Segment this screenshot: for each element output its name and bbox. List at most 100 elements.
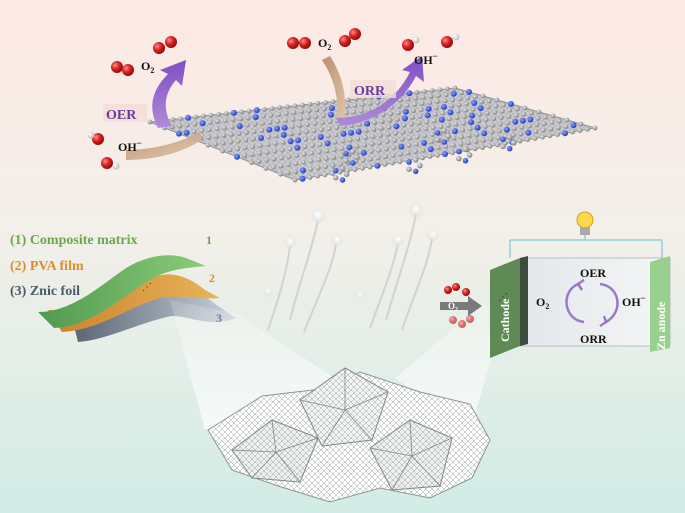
carbon-atom xyxy=(548,126,554,132)
carbon-atom xyxy=(360,102,365,107)
carbon-atom xyxy=(443,144,449,150)
oh-left-label: OH− xyxy=(118,138,142,154)
carbon-atom xyxy=(205,142,211,148)
carbon-atom xyxy=(522,105,528,111)
nitrogen-atom xyxy=(447,109,454,116)
nitrogen-atom xyxy=(440,103,447,110)
nitrogen-atom xyxy=(442,151,448,157)
carbon-atom xyxy=(315,173,320,179)
nitrogen-atom xyxy=(406,90,413,97)
o2-molecules-center xyxy=(287,28,361,49)
carbon-atom xyxy=(487,98,492,104)
carbon-atom xyxy=(256,159,262,164)
carbon-atom xyxy=(454,115,460,121)
carbon-atom xyxy=(506,114,512,119)
carbon-atom xyxy=(412,102,417,107)
nitrogen-atom xyxy=(519,117,526,124)
carbon-atom xyxy=(430,125,436,131)
carbon-atom xyxy=(480,145,485,150)
pendant-ring-atom xyxy=(343,150,349,157)
carbon-atom xyxy=(564,117,570,123)
carbon-atom xyxy=(238,116,244,122)
pendant-ring-atom xyxy=(332,174,339,181)
carbon-atom xyxy=(456,102,462,108)
nitrogen-atom xyxy=(324,140,331,147)
carbon-atom xyxy=(259,128,265,133)
pendant-ring-atom xyxy=(343,157,349,164)
battery-oer-label: OER xyxy=(580,266,606,280)
carbon-atom xyxy=(293,161,299,167)
carbon-atom xyxy=(420,95,426,100)
pendant-ring-atom xyxy=(506,145,513,152)
carbon-atom xyxy=(390,153,396,158)
nitrogen-atom xyxy=(424,112,431,119)
carbon-atom xyxy=(400,129,406,135)
nitrogen-atom xyxy=(477,105,484,112)
carbon-atom xyxy=(297,123,303,128)
carbon-atom xyxy=(498,115,504,120)
carbon-atom xyxy=(305,115,311,120)
carbon-atom xyxy=(413,149,419,155)
cathode-dots: ⋰ xyxy=(498,292,508,303)
nitrogen-atom xyxy=(570,122,577,129)
carbon-atom xyxy=(570,129,575,135)
carbon-atom xyxy=(368,156,373,162)
carbon-atom xyxy=(459,90,464,96)
carbon-atom xyxy=(385,132,391,137)
carbon-atom xyxy=(563,124,569,129)
carbon-atom xyxy=(193,114,199,120)
carbon-atom xyxy=(216,111,222,117)
electrolyte-box xyxy=(519,257,671,347)
nitrogen-atom xyxy=(438,116,445,123)
carbon-atom xyxy=(447,116,452,122)
battery-orr-label: ORR xyxy=(580,332,607,346)
carbon-atom xyxy=(410,115,415,120)
carbon-atom xyxy=(429,88,435,93)
carbon-atom xyxy=(449,103,454,109)
carbon-atom xyxy=(465,95,471,101)
carbon-atom xyxy=(431,118,437,124)
carbon-atom xyxy=(316,149,322,155)
carbon-atom xyxy=(409,121,414,127)
carbon-atom xyxy=(220,140,226,146)
carbon-atom xyxy=(338,153,344,159)
nitrogen-atom xyxy=(562,130,568,137)
carbon-atom xyxy=(464,101,469,107)
carbon-atom xyxy=(351,109,357,115)
carbon-atom xyxy=(306,108,312,114)
carbon-atom xyxy=(352,103,358,108)
pendant-ring-atom xyxy=(456,148,462,155)
carbon-atom xyxy=(519,124,525,130)
carbon-atom xyxy=(278,171,283,177)
carbon-atom xyxy=(304,122,310,127)
battery-oh-label: OH− xyxy=(622,293,646,309)
orr-label: ORR xyxy=(354,84,386,99)
carbon-atom xyxy=(369,149,374,154)
carbon-atom xyxy=(396,110,401,116)
carbon-atom xyxy=(470,106,476,112)
carbon-atom xyxy=(296,130,302,136)
carbon-atom xyxy=(472,146,478,152)
carbon-atom xyxy=(416,120,422,126)
nitrogen-atom xyxy=(393,123,400,130)
carbon-atom xyxy=(354,143,360,149)
nitrogen-atom xyxy=(427,146,434,153)
carbon-atom xyxy=(302,144,308,150)
carbon-atom xyxy=(339,146,345,152)
inlet-o2-molecules xyxy=(444,283,474,328)
carbon-atom xyxy=(578,121,584,127)
carbon-atom xyxy=(496,135,501,141)
nitrogen-atom xyxy=(346,144,353,151)
carbon-atom xyxy=(450,150,455,156)
oer-label-bg xyxy=(103,104,147,122)
carbon-atom xyxy=(375,100,380,106)
carbon-atom xyxy=(547,133,553,139)
carbon-atom xyxy=(303,136,309,142)
carbon-atom xyxy=(244,130,250,135)
carbon-atom xyxy=(455,108,461,114)
carbon-atom xyxy=(533,129,539,134)
carbon-atom xyxy=(239,109,244,115)
carbon-atom xyxy=(288,131,294,137)
carbon-atom xyxy=(357,122,362,127)
